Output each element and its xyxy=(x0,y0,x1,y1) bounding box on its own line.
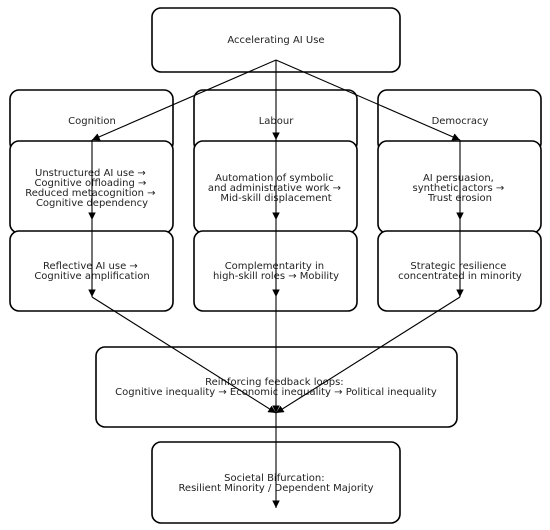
node-label-democracy-header: Democracy xyxy=(432,116,489,127)
edge-democracy-low-to-feedback xyxy=(275,296,461,414)
edge-top-to-cognition xyxy=(91,59,277,141)
node-label-cognition-header: Cognition xyxy=(68,116,116,127)
node-label-top: Accelerating AI Use xyxy=(227,35,324,46)
edge-top-to-democracy xyxy=(275,59,461,141)
edge-cognition-low-to-feedback xyxy=(91,296,277,414)
